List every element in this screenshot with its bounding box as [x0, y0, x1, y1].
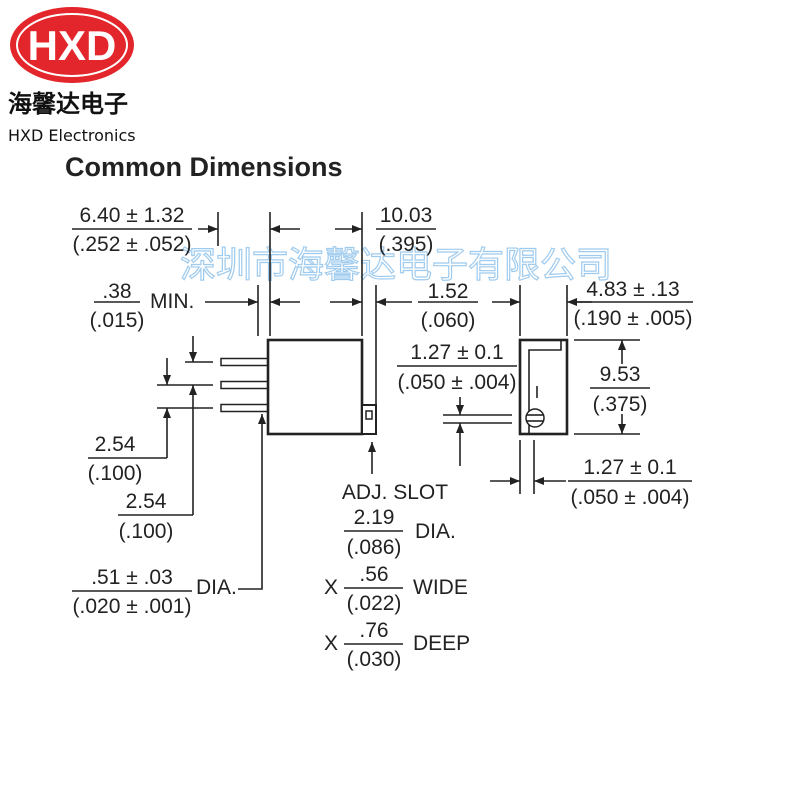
screw-slot-notch — [365, 410, 373, 420]
dimension-mm: 1.27 ± 0.1 — [583, 456, 676, 479]
pin-standoff-label: .38 (.015) MIN. — [90, 280, 195, 332]
slot-offset-label: 1.52 (.060) — [418, 280, 478, 332]
dimension-note: MIN. — [150, 290, 194, 313]
dimension-mm: .51 ± .03 — [91, 566, 173, 589]
front-body-inner-edge — [528, 340, 562, 434]
multiplier-prefix: X — [324, 632, 338, 655]
dimension-note: DIA. — [415, 520, 456, 543]
dimension-mm: 2.54 — [126, 490, 167, 513]
watermark: 深圳市海馨达电子有限公司 — [180, 245, 612, 286]
dimension-inch: (.086) — [347, 536, 402, 559]
dimension-note: DIA. — [196, 576, 237, 599]
pin-pitch-1-label: 2.54 (.100) — [88, 433, 143, 485]
dimension-note: WIDE — [413, 576, 468, 599]
pin-diameter-leader — [238, 414, 266, 590]
dimension-inch: (.100) — [119, 520, 174, 543]
pin-middle — [220, 380, 269, 390]
pin-top — [220, 357, 269, 367]
pin-bottom — [220, 403, 269, 413]
multiplier-prefix: X — [324, 576, 338, 599]
logo-text: HXD — [28, 22, 117, 69]
dimension-inch: (.050 ± .004) — [571, 486, 690, 509]
adj-slot-block: ADJ. SLOT 2.19 (.086) DIA. X .56 (.022) … — [324, 481, 470, 671]
dimension-mm: 2.54 — [95, 433, 136, 456]
dimension-inch: (.190 ± .005) — [574, 307, 693, 330]
front-width-label: 4.83 ± .13 (.190 ± .005) — [573, 278, 693, 330]
body-height-label: 9.53 (.375) — [590, 363, 650, 416]
dimension-inch: (.050 ± .004) — [398, 371, 517, 394]
dimension-mm: 2.19 — [354, 506, 395, 529]
dimension-inch: (.252 ± .052) — [73, 233, 192, 256]
dimension-inch: (.015) — [90, 309, 145, 332]
dimension-mm: 6.40 ± 1.32 — [80, 204, 185, 227]
dimension-mm: .38 — [102, 280, 131, 303]
dimension-inch: (.375) — [593, 393, 648, 416]
page-title: Common Dimensions — [65, 152, 343, 182]
dimension-mm: 1.52 — [428, 280, 469, 303]
dimension-mm: 10.03 — [380, 204, 433, 227]
adj-slot-label: ADJ. SLOT — [342, 481, 448, 504]
dimension-inch: (.060) — [421, 309, 476, 332]
side-view — [220, 338, 377, 436]
dimension-mm: .76 — [359, 619, 388, 642]
pin-pitch-lines — [142, 336, 213, 516]
dimension-inch: (.022) — [347, 592, 402, 615]
dimension-inch: (.030) — [347, 648, 402, 671]
side-body — [266, 338, 364, 436]
dimension-mm: 1.27 ± 0.1 — [410, 341, 503, 364]
top-dimension-lines — [198, 212, 412, 405]
screw-offset-label: 1.27 ± 0.1 (.050 ± .004) — [568, 456, 692, 509]
dimension-inch: (.395) — [379, 233, 434, 256]
dimension-mm: 9.53 — [600, 363, 641, 386]
slot-height-label: 1.27 ± 0.1 (.050 ± .004) — [397, 341, 517, 394]
company-name-en: HXD Electronics — [8, 126, 136, 145]
adjustment-screw-front — [525, 408, 545, 428]
front-view — [518, 338, 569, 436]
overall-depth-label: 6.40 ± 1.32 (.252 ± .052) — [72, 204, 192, 256]
dimension-mm: .56 — [359, 563, 388, 586]
dimension-note: DEEP — [413, 632, 470, 655]
front-dimension-lines — [443, 285, 640, 494]
logo-inner-ring — [16, 13, 128, 77]
body-width-label: 10.03 (.395) — [376, 204, 436, 256]
pin-pitch-2-label: 2.54 (.100) — [118, 490, 175, 543]
company-name-cn: 海馨达电子 — [8, 90, 128, 118]
dimension-inch: (.020 ± .001) — [73, 595, 192, 618]
logo-oval — [10, 7, 134, 83]
pin-diameter-label: .51 ± .03 (.020 ± .001) DIA. — [72, 566, 237, 618]
hxd-logo: HXD — [10, 7, 134, 83]
dimension-inch: (.100) — [88, 462, 143, 485]
dimension-mm: 4.83 ± .13 — [586, 278, 679, 301]
